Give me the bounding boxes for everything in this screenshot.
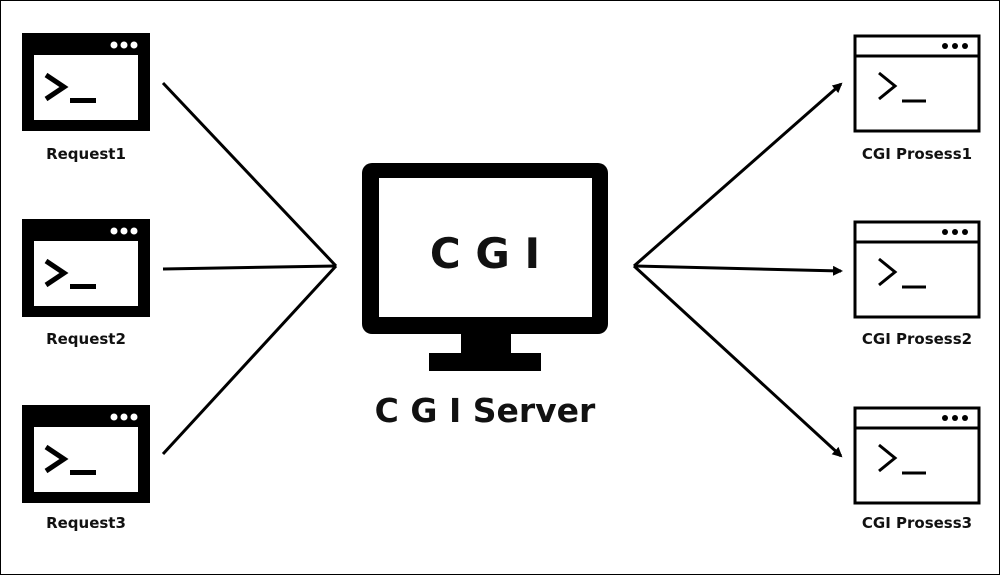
request3-label: Request3 xyxy=(46,514,126,532)
request2-label: Request2 xyxy=(46,330,126,348)
process3-label: CGI Prosess3 xyxy=(862,514,972,532)
server-screen-text: C G I xyxy=(430,229,540,278)
request1-label: Request1 xyxy=(46,145,126,163)
process1-terminal-icon xyxy=(853,34,981,133)
connector-request3 xyxy=(161,264,338,456)
connector-request1 xyxy=(161,81,338,268)
request1-terminal-icon xyxy=(22,33,150,131)
arrow-process2 xyxy=(633,264,843,276)
process1-label: CGI Prosess1 xyxy=(862,145,972,163)
process3-terminal-icon xyxy=(853,406,981,505)
request2-terminal-icon xyxy=(22,219,150,317)
request3-terminal-icon xyxy=(22,405,150,503)
server-label: C G I Server xyxy=(375,391,596,430)
arrow-process3 xyxy=(632,264,843,458)
server-monitor-icon xyxy=(362,163,608,371)
connector-request2 xyxy=(162,264,337,271)
arrow-process1 xyxy=(633,82,843,268)
process2-label: CGI Prosess2 xyxy=(862,330,972,348)
process2-terminal-icon xyxy=(853,220,981,319)
